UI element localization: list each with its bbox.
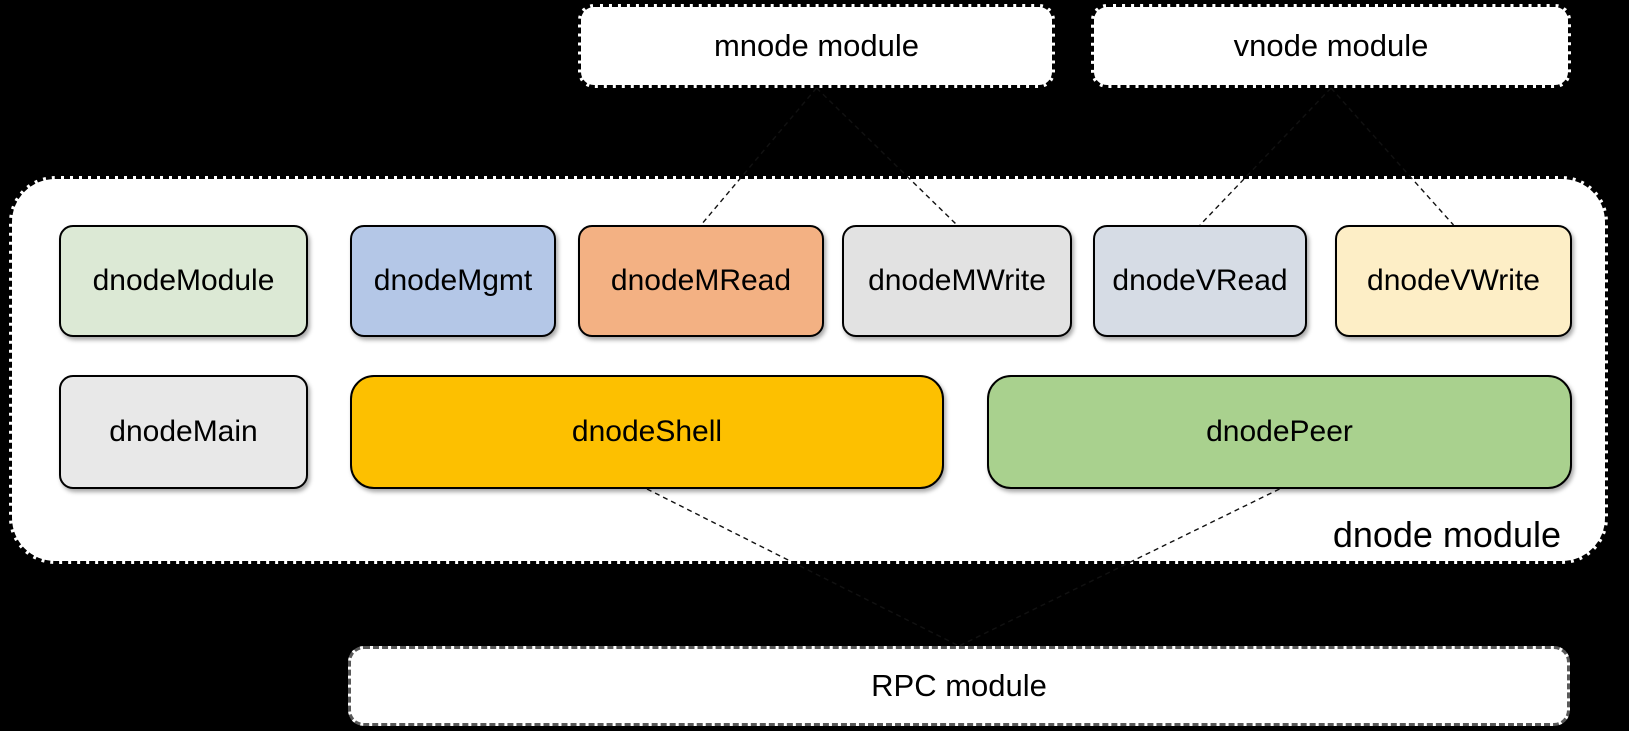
box-dnodepeer: dnodePeer: [987, 375, 1572, 489]
dnodevread-label: dnodeVRead: [1112, 264, 1288, 297]
dnode-module-label: dnode module: [1332, 514, 1561, 556]
box-dnodemread: dnodeMRead: [578, 225, 824, 337]
dnodemgmt-label: dnodeMgmt: [373, 264, 533, 297]
dnodemain-label: dnodeMain: [109, 415, 258, 448]
dnodemodule-label: dnodeModule: [92, 264, 275, 297]
box-dnodemodule: dnodeModule: [59, 225, 308, 337]
box-dnodemwrite: dnodeMWrite: [842, 225, 1072, 337]
box-dnodemain: dnodeMain: [59, 375, 308, 489]
box-dnodeshell: dnodeShell: [350, 375, 944, 489]
vnode-module-label: vnode module: [1233, 28, 1429, 63]
box-dnodemgmt: dnodeMgmt: [350, 225, 556, 337]
mnode-module-label: mnode module: [713, 28, 920, 63]
dnodemwrite-label: dnodeMWrite: [868, 264, 1046, 297]
rpc-module-label: RPC module: [871, 668, 1047, 703]
dnodevwrite-label: dnodeVWrite: [1367, 264, 1540, 297]
dnodeshell-label: dnodeShell: [571, 415, 723, 448]
box-rpc-module: RPC module: [348, 646, 1570, 726]
dnodepeer-label: dnodePeer: [1206, 415, 1353, 448]
dnodemread-label: dnodeMRead: [610, 264, 792, 297]
box-dnodevread: dnodeVRead: [1093, 225, 1307, 337]
box-mnode-module: mnode module: [578, 4, 1055, 88]
box-dnodevwrite: dnodeVWrite: [1335, 225, 1572, 337]
box-vnode-module: vnode module: [1091, 4, 1571, 88]
